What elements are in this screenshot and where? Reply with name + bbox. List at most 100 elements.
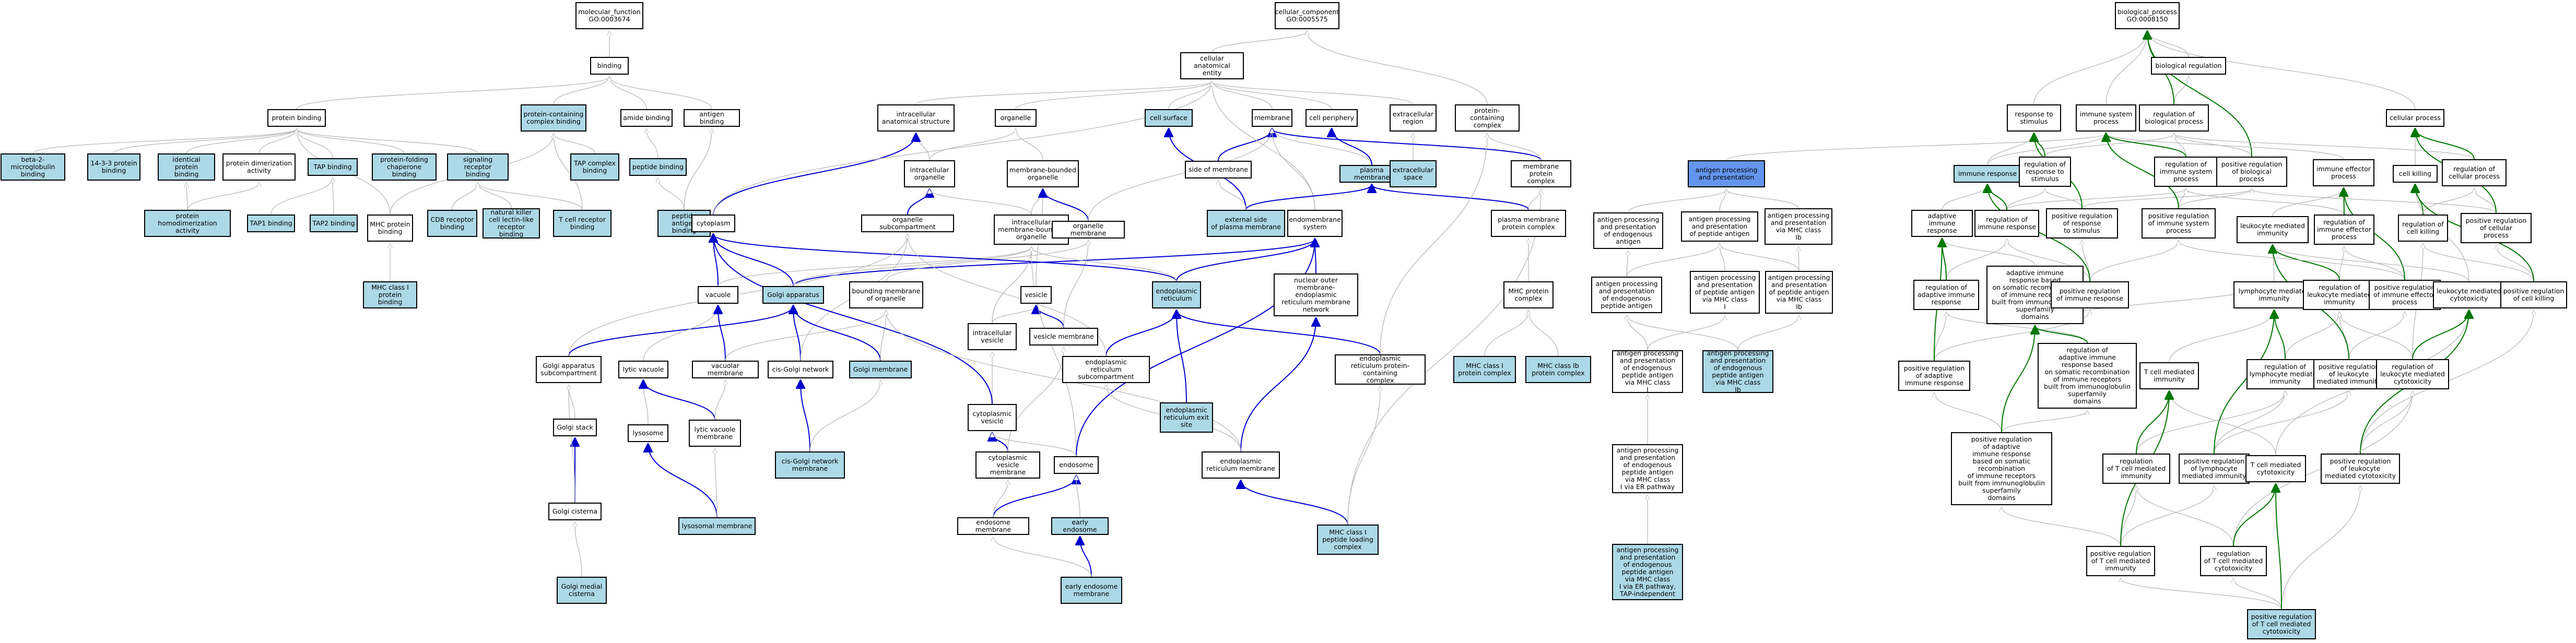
- term-node-apap-endogenous-peptide-via-mhc-class-ib[interactable]: antigen processing and presentation of e…: [1702, 350, 1773, 393]
- term-node-golgi-medial-cisterna[interactable]: Golgi medial cisterna: [557, 577, 607, 604]
- term-node-lytic-vacuole-membrane[interactable]: lytic vacuole membrane: [689, 420, 741, 447]
- term-node-vacuolar-membrane[interactable]: vacuolar membrane: [692, 361, 759, 378]
- term-node-side-of-membrane[interactable]: side of membrane: [1185, 161, 1252, 178]
- term-node-mhc-class-i-protein-binding[interactable]: MHC class I protein binding: [363, 281, 417, 308]
- term-node-positive-regulation-of-lymphocyte-mediated-immunity[interactable]: positive regulation of lymphocyte mediat…: [2179, 454, 2250, 484]
- term-node-cytoplasm[interactable]: cytoplasm: [691, 215, 735, 232]
- term-node-extracellular-region[interactable]: extracellular region: [1390, 104, 1437, 132]
- term-node-positive-regulation-of-immune-system-process[interactable]: positive regulation of immune system pro…: [2142, 208, 2216, 239]
- term-node-apap-endogenous-antigen[interactable]: antigen processing and presentation of e…: [1593, 212, 1663, 249]
- term-node-membrane[interactable]: membrane: [1252, 109, 1292, 127]
- term-node-early-endosome[interactable]: early endosome: [1051, 517, 1109, 535]
- term-node-protein-binding[interactable]: protein binding: [267, 109, 326, 127]
- term-node-golgi-stack[interactable]: Golgi stack: [553, 419, 597, 436]
- term-node-mhc-protein-binding[interactable]: MHC protein binding: [367, 215, 413, 242]
- term-node-signaling-receptor-binding[interactable]: signaling receptor binding: [447, 153, 509, 181]
- term-node-regulation-of-adaptive-immune-response-somatic[interactable]: regulation of adaptive immune response b…: [2038, 343, 2137, 409]
- term-node-leukocyte-mediated-cytotoxicity[interactable]: leukocyte mediated cytotoxicity: [2433, 281, 2505, 308]
- term-node-membrane-protein-complex[interactable]: membrane protein complex: [1511, 160, 1571, 187]
- term-node-golgi-apparatus-subcompartment[interactable]: Golgi apparatus subcompartment: [536, 356, 602, 383]
- term-node-apap-peptide-via-mhc-class-i[interactable]: antigen processing and presentation of p…: [1690, 271, 1760, 314]
- term-node-positive-regulation-of-leukocyte-mediated-immunity[interactable]: positive regulation of leukocyte mediate…: [2313, 359, 2384, 389]
- term-node-regulation-of-immune-response[interactable]: regulation of immune response: [1974, 210, 2039, 237]
- term-node-membrane-bounded-organelle[interactable]: membrane-bounded organelle: [1007, 160, 1079, 187]
- term-node-positive-regulation-of-t-cell-mediated-immunity[interactable]: positive regulation of T cell mediated i…: [2086, 546, 2155, 576]
- term-node-tap2-binding[interactable]: TAP2 binding: [310, 215, 358, 232]
- term-node-endosome[interactable]: endosome: [1054, 456, 1099, 474]
- term-node-positive-regulation-of-adaptive-immune-response-somatic[interactable]: positive regulation of adaptive immune r…: [1951, 432, 2052, 505]
- term-node-regulation-of-t-cell-mediated-immunity[interactable]: regulation of T cell mediated immunity: [2102, 454, 2170, 484]
- term-node-endomembrane-system[interactable]: endomembrane system: [1287, 210, 1343, 237]
- term-node-intracellular-vesicle[interactable]: intracellular vesicle: [968, 323, 1017, 350]
- term-node-apap-endogenous-peptide-via-mhc-class-i-er[interactable]: antigen processing and presentation of e…: [1612, 444, 1683, 493]
- term-node-immune-effector-process[interactable]: immune effector process: [2313, 159, 2374, 186]
- term-node-cellular-process[interactable]: cellular process: [2386, 109, 2444, 127]
- term-node-regulation-of-leukocyte-mediated-cytotoxicity[interactable]: regulation of leukocyte mediated cytotox…: [2376, 359, 2449, 389]
- term-node-bp[interactable]: biological_process GO:0008150: [2115, 2, 2180, 29]
- term-node-regulation-of-biological-process[interactable]: regulation of biological process: [2139, 104, 2209, 132]
- term-node-intracellular-organelle[interactable]: intracellular organelle: [904, 160, 955, 187]
- term-node-positive-regulation-of-leukocyte-mediated-cytotoxicity[interactable]: positive regulation of leukocyte mediate…: [2321, 454, 2400, 484]
- term-node-mhc-class-i-peptide-loading-complex[interactable]: MHC class I peptide loading complex: [1317, 525, 1379, 555]
- term-node-positive-regulation-of-immune-response[interactable]: positive regulation of immune response: [2051, 281, 2129, 308]
- term-node-cytoplasmic-vesicle-membrane[interactable]: cytoplasmic vesicle membrane: [975, 451, 1040, 479]
- term-node-regulation-of-immune-system-process[interactable]: regulation of immune system process: [2154, 157, 2218, 187]
- term-node-tap-binding[interactable]: TAP binding: [308, 158, 358, 176]
- term-node-intracellular-anatomical-structure[interactable]: intracellular anatomical structure: [877, 104, 955, 132]
- term-node-lytic-vacuole[interactable]: lytic vacuole: [618, 361, 668, 378]
- term-node-cae[interactable]: cellular anatomical entity: [1180, 52, 1244, 79]
- term-node-golgi-membrane[interactable]: Golgi membrane: [849, 361, 912, 378]
- term-node-positive-regulation-of-cellular-process[interactable]: positive regulation of cellular process: [2461, 213, 2532, 243]
- term-node-mhc-class-i-protein-complex[interactable]: MHC class I protein complex: [1453, 356, 1516, 383]
- term-node-cc[interactable]: cellular_component GO:0005575: [1275, 2, 1339, 29]
- term-node-protein-containing-complex[interactable]: protein-containing complex: [1455, 104, 1520, 132]
- term-node-cytoplasmic-vesicle[interactable]: cytoplasmic vesicle: [968, 404, 1017, 431]
- term-node-leukocyte-mediated-immunity[interactable]: leukocyte mediated immunity: [2237, 216, 2309, 243]
- term-node-regulation-of-t-cell-mediated-cytotoxicity[interactable]: regulation of T cell mediated cytotoxici…: [2200, 546, 2267, 576]
- term-node-regulation-of-response-to-stimulus[interactable]: regulation of response to stimulus: [2019, 157, 2071, 187]
- term-node-vesicle-membrane[interactable]: vesicle membrane: [1029, 328, 1098, 346]
- term-node-binding[interactable]: binding: [590, 57, 629, 75]
- term-node-cis-golgi-network[interactable]: cis-Golgi network: [768, 361, 833, 378]
- term-node-antigen-processing-and-presentation[interactable]: antigen processing and presentation: [1688, 160, 1765, 187]
- term-node-apap-endogenous-peptide-antigen[interactable]: antigen processing and presentation of e…: [1591, 277, 1662, 313]
- term-node-nk-lectin-receptor-binding[interactable]: natural killer cell lectin-like receptor…: [483, 208, 540, 239]
- term-node-apap-via-mhc-class-ib[interactable]: antigen processing and presentation via …: [1765, 208, 1832, 245]
- term-node-immune-response[interactable]: immune response: [1954, 165, 2021, 183]
- term-node-mhc-protein-complex[interactable]: MHC protein complex: [1503, 281, 1554, 308]
- term-node-tap1-binding[interactable]: TAP1 binding: [247, 215, 295, 232]
- term-node-golgi-cisterna[interactable]: Golgi cisterna: [548, 503, 602, 520]
- term-node-endoplasmic-reticulum[interactable]: endoplasmic reticulum: [1152, 281, 1201, 308]
- term-node-er-membrane[interactable]: endoplasmic reticulum membrane: [1202, 451, 1280, 479]
- term-node-cell-killing[interactable]: cell killing: [2393, 165, 2438, 183]
- term-node-t-cell-mediated-immunity[interactable]: T cell mediated immunity: [2139, 362, 2199, 389]
- term-node-identical-protein-binding[interactable]: identical protein binding: [158, 153, 215, 181]
- term-node-apap-endogenous-peptide-via-mhc-class-i[interactable]: antigen processing and presentation of e…: [1612, 350, 1683, 393]
- term-node-regulation-of-adaptive-immune-response[interactable]: regulation of adaptive immune response: [1913, 280, 1979, 310]
- term-node-apap-peptide-via-mhc-class-ib[interactable]: antigen processing and presentation of p…: [1765, 271, 1833, 314]
- term-node-intracellular-membrane-bounded-organelle[interactable]: intracellular membrane-bounded organelle: [994, 215, 1069, 245]
- term-node-nuclear-outer-membrane-er-network[interactable]: nuclear outer membrane-endoplasmic retic…: [1274, 273, 1358, 316]
- term-node-amide-binding[interactable]: amide binding: [620, 109, 673, 127]
- term-node-apap-endogenous-peptide-via-mhc-class-i-er-tap-independent[interactable]: antigen processing and presentation of e…: [1612, 544, 1683, 600]
- term-node-organelle-membrane[interactable]: organelle membrane: [1052, 221, 1125, 239]
- term-node-adaptive-immune-response[interactable]: adaptive immune response: [1911, 210, 1973, 237]
- term-node-adaptive-immune-response-somatic[interactable]: adaptive immune response based on somati…: [1986, 266, 2084, 324]
- term-node-1433-binding[interactable]: 14-3-3 protein binding: [87, 153, 140, 181]
- term-node-regulation-of-cell-killing[interactable]: regulation of cell killing: [2398, 215, 2448, 242]
- term-node-protein-containing-complex-binding[interactable]: protein-containing complex binding: [521, 104, 586, 132]
- term-node-positive-regulation-of-response-to-stimulus[interactable]: positive regulation of response to stimu…: [2046, 208, 2118, 239]
- term-node-er-exit-site[interactable]: endoplasmic reticulum exit site: [1160, 402, 1213, 433]
- term-node-regulation-of-lymphocyte-mediated-immunity[interactable]: regulation of lymphocyte mediated immuni…: [2246, 359, 2324, 389]
- term-node-lysosomal-membrane[interactable]: lysosomal membrane: [678, 517, 756, 535]
- term-node-tcr-binding[interactable]: T cell receptor binding: [553, 210, 611, 237]
- term-node-positive-regulation-of-cell-killing[interactable]: positive regulation of cell killing: [2500, 281, 2567, 308]
- term-node-positive-regulation-of-biological-process[interactable]: positive regulation of biological proces…: [2216, 157, 2287, 187]
- term-node-t-cell-mediated-cytotoxicity[interactable]: T cell mediated cytotoxicity: [2245, 455, 2306, 482]
- term-node-golgi-apparatus[interactable]: Golgi apparatus: [762, 286, 824, 304]
- term-node-protein-homodimerization[interactable]: protein homodimerization activity: [144, 210, 231, 237]
- term-node-er-subcompartment[interactable]: endoplasmic reticulum subcompartment: [1062, 356, 1150, 383]
- term-node-plasma-membrane-protein-complex[interactable]: plasma membrane protein complex: [1491, 210, 1566, 237]
- term-node-biological-regulation[interactable]: biological regulation: [2151, 57, 2226, 75]
- term-node-bounding-membrane-of-organelle[interactable]: bounding membrane of organelle: [849, 281, 923, 308]
